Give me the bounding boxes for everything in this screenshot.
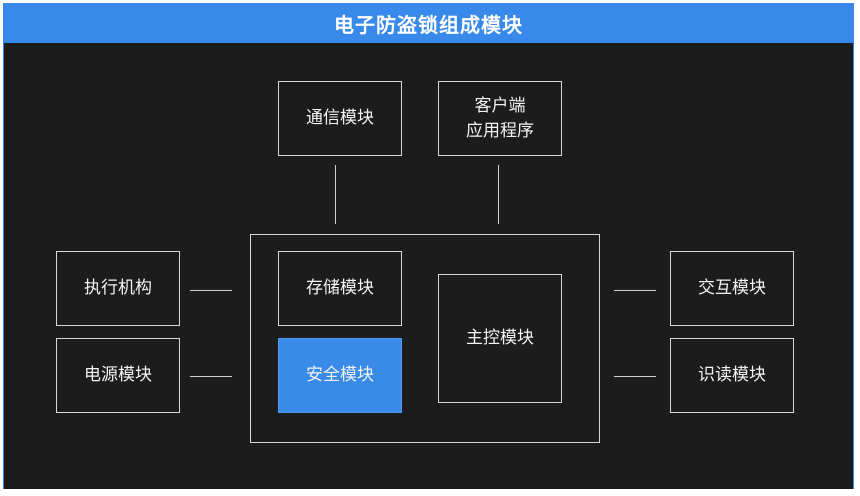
connector-reader bbox=[614, 376, 656, 377]
module-comm: 通信模块 bbox=[278, 81, 402, 156]
module-client-app: 客户端 应用程序 bbox=[438, 81, 562, 156]
connector-interaction bbox=[614, 290, 656, 291]
diagram-frame: 电子防盗锁组成模块 通信模块 客户端 应用程序 存储模块 安全模块 主控模块 执… bbox=[3, 3, 854, 489]
diagram-canvas: 通信模块 客户端 应用程序 存储模块 安全模块 主控模块 执行机构 电源模块 交… bbox=[4, 43, 853, 489]
connector-power bbox=[190, 376, 232, 377]
core-group bbox=[250, 234, 600, 443]
diagram-title: 电子防盗锁组成模块 bbox=[4, 4, 853, 43]
module-actuator: 执行机构 bbox=[56, 251, 180, 326]
connector-comm bbox=[335, 165, 336, 224]
module-security: 安全模块 bbox=[278, 338, 402, 413]
module-reader: 识读模块 bbox=[670, 338, 794, 413]
module-storage: 存储模块 bbox=[278, 251, 402, 326]
connector-client bbox=[498, 165, 499, 224]
module-power: 电源模块 bbox=[56, 338, 180, 413]
module-interaction: 交互模块 bbox=[670, 251, 794, 326]
connector-actuator bbox=[190, 290, 232, 291]
module-master-control: 主控模块 bbox=[438, 274, 562, 403]
